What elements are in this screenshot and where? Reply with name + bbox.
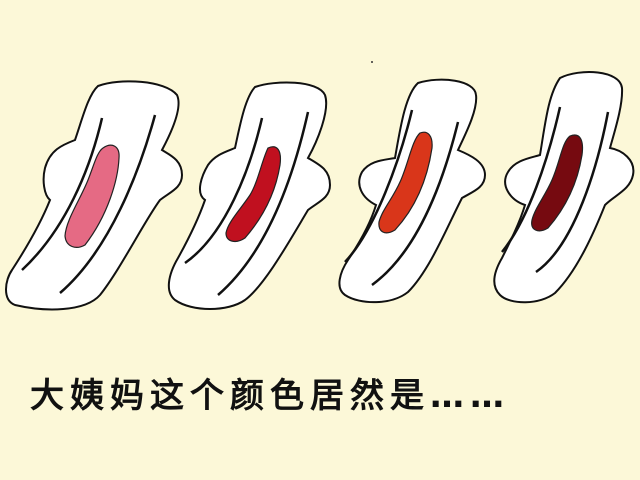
pad-4 <box>493 71 635 304</box>
caption-text: 大姨妈这个颜色居然是…… <box>30 376 510 416</box>
pad-2 <box>167 81 332 310</box>
stain-orange <box>378 131 433 234</box>
stain-maroon <box>531 134 584 232</box>
pad-1 <box>5 80 184 311</box>
stain-red <box>225 146 282 243</box>
pad-3 <box>338 78 487 304</box>
stain-pink <box>64 144 120 248</box>
